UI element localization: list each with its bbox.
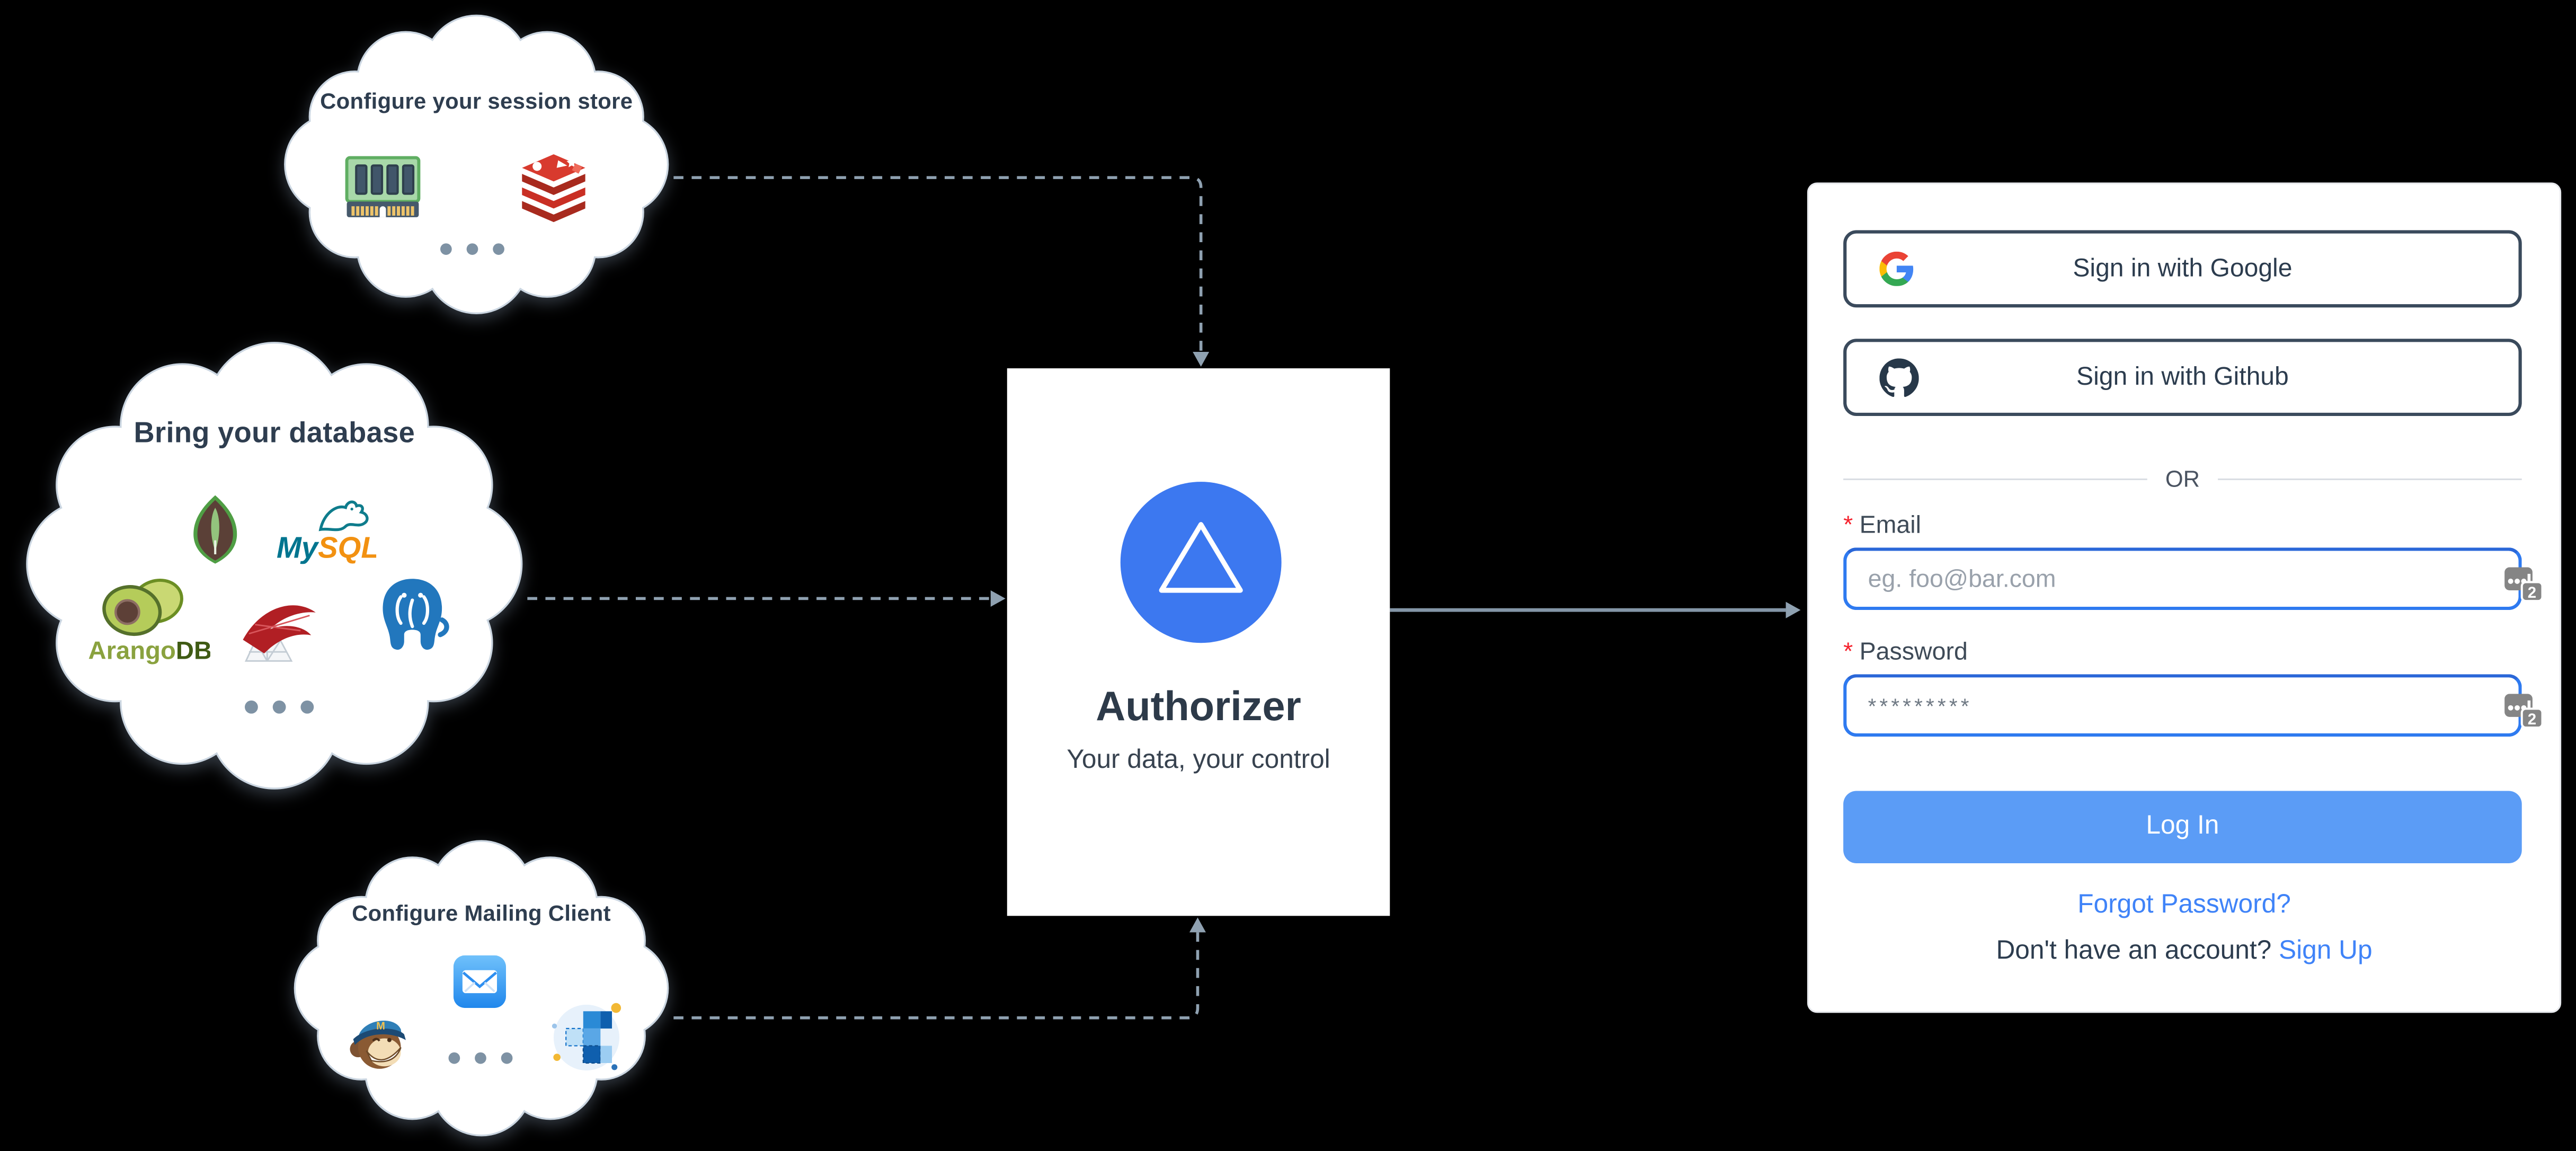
github-icon bbox=[1879, 357, 1919, 397]
divider-line bbox=[1843, 477, 2147, 480]
connector-mailing-to-authorizer bbox=[673, 932, 1200, 1020]
pm-badge-count: 2 bbox=[2528, 584, 2536, 601]
svg-text:ArangoDB: ArangoDB bbox=[88, 637, 210, 665]
google-icon bbox=[1879, 249, 1918, 288]
authorizer-box: Authorizer Your data, your control bbox=[1007, 368, 1390, 916]
mailchimp-icon: M bbox=[345, 1003, 411, 1076]
ellipsis-dots bbox=[445, 1048, 514, 1067]
session-cloud-title: Configure your session store bbox=[320, 88, 633, 114]
mailchimp-cap-letter: M bbox=[376, 1020, 385, 1032]
or-divider: OR bbox=[1843, 465, 2522, 492]
ellipsis-dots bbox=[437, 238, 506, 258]
arrowhead-right-icon bbox=[990, 590, 1006, 607]
postgresql-icon bbox=[375, 574, 450, 653]
sign-in-google-button[interactable]: Sign in with Google bbox=[1843, 230, 2522, 308]
ellipsis-dots bbox=[245, 697, 314, 717]
mysql-text-sql: SQL bbox=[318, 530, 376, 564]
authorizer-subtitle: Your data, your control bbox=[1067, 746, 1330, 775]
required-mark: * bbox=[1843, 638, 1853, 666]
forgot-password-link[interactable]: Forgot Password? bbox=[2077, 891, 2291, 919]
arangodb-text-arango: Arango bbox=[88, 637, 176, 665]
divider-line bbox=[2218, 477, 2522, 480]
connector-session-to-authorizer bbox=[673, 176, 1203, 354]
cloud-shape bbox=[279, 13, 673, 316]
svg-text:MySQL: MySQL bbox=[277, 530, 376, 564]
password-input[interactable] bbox=[1843, 674, 2522, 737]
sign-in-github-button[interactable]: Sign in with Github bbox=[1843, 339, 2522, 417]
arrowhead-up-icon bbox=[1189, 917, 1206, 933]
database-cloud-title: Bring your database bbox=[134, 416, 415, 449]
password-manager-icon[interactable]: 2 bbox=[2504, 692, 2545, 730]
password-manager-icon[interactable]: 2 bbox=[2504, 565, 2545, 603]
sign-in-google-label: Sign in with Google bbox=[2073, 254, 2293, 282]
pm-badge-count: 2 bbox=[2528, 711, 2536, 728]
password-label-text: Password bbox=[1859, 638, 1968, 666]
email-label-text: Email bbox=[1859, 511, 1921, 539]
sql-server-icon bbox=[240, 579, 319, 664]
arangodb-text-db: DB bbox=[176, 637, 210, 665]
sendgrid-icon bbox=[550, 1000, 623, 1073]
arrowhead-down-icon bbox=[1193, 352, 1210, 367]
mail-app-icon bbox=[453, 955, 507, 1008]
login-card: Sign in with Google Sign in with Github … bbox=[1807, 182, 2562, 1013]
session-store-cloud: Configure your session store bbox=[279, 13, 673, 316]
mailing-client-cloud: Configure Mailing Client bbox=[288, 830, 676, 1146]
memory-module-icon bbox=[345, 155, 421, 220]
mysql-icon: MySQL bbox=[271, 495, 376, 564]
required-mark: * bbox=[1843, 511, 1853, 539]
arrowhead-right-icon bbox=[1786, 601, 1801, 618]
mailing-cloud-title: Configure Mailing Client bbox=[352, 901, 611, 926]
or-label: OR bbox=[2165, 465, 2200, 492]
authorizer-logo-icon bbox=[1120, 482, 1282, 643]
sign-in-github-label: Sign in with Github bbox=[2076, 362, 2289, 391]
email-label: *Email bbox=[1843, 511, 1921, 539]
authorizer-title: Authorizer bbox=[1096, 684, 1301, 730]
mongodb-icon bbox=[187, 493, 243, 566]
redis-icon bbox=[518, 149, 590, 225]
signup-prompt: Don't have an account? bbox=[1996, 937, 2272, 966]
mysql-text-my: My bbox=[277, 530, 319, 564]
arangodb-icon: ArangoDB bbox=[79, 572, 210, 668]
database-cloud: Bring your database MySQL bbox=[13, 337, 536, 791]
email-input[interactable] bbox=[1843, 547, 2522, 610]
sign-up-link[interactable]: Sign Up bbox=[2279, 937, 2373, 966]
log-in-button[interactable]: Log In bbox=[1843, 791, 2522, 864]
signup-row: Don't have an account? Sign Up bbox=[1809, 937, 2560, 967]
password-label: *Password bbox=[1843, 638, 1968, 666]
